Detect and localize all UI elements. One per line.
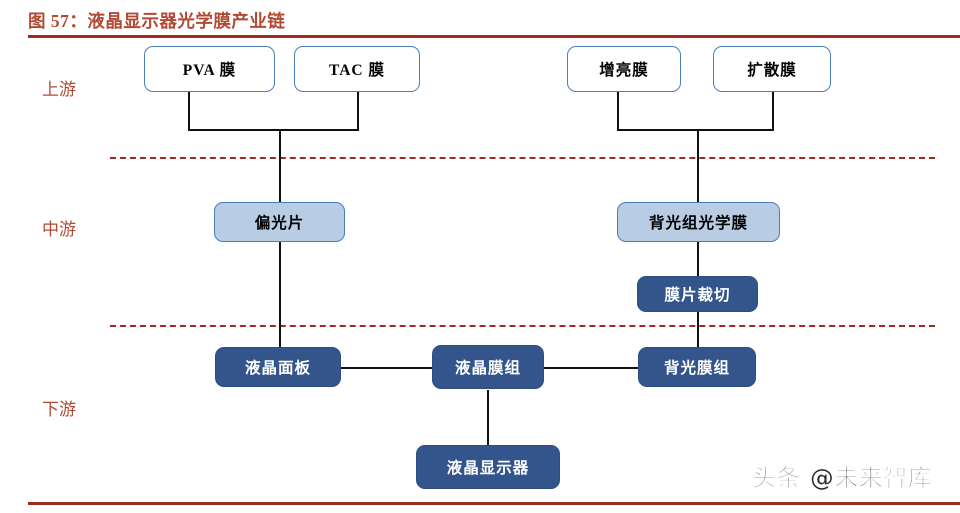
node-backlight-module[interactable]: 背光膜组 <box>638 347 756 387</box>
figure-title: 图 57：液晶显示器光学膜产业链 <box>28 11 286 31</box>
node-backlight-optical-film[interactable]: 背光组光学膜 <box>617 202 780 242</box>
connector-left-merge-bar <box>188 129 359 131</box>
connector-brightness-down <box>617 92 619 130</box>
footer-divider-rule <box>28 502 960 505</box>
divider-midstream-downstream <box>110 325 935 327</box>
node-lcd-display[interactable]: 液晶显示器 <box>416 445 560 489</box>
watermark-text: 头条 @未来智库 <box>752 464 933 493</box>
stage-label-midstream: 中游 <box>42 220 76 239</box>
node-diffusion-film[interactable]: 扩散膜 <box>713 46 831 92</box>
connector-right-merge-to-backlight-film <box>697 129 699 202</box>
connector-backlight-film-to-cutting <box>697 242 699 276</box>
stage-label-downstream: 下游 <box>42 400 76 419</box>
node-lcd-panel[interactable]: 液晶面板 <box>215 347 341 387</box>
node-lcd-film-module[interactable]: 液晶膜组 <box>432 345 544 389</box>
connector-polarizer-to-lcd-panel <box>279 242 281 352</box>
connector-left-merge-to-polarizer <box>279 129 281 202</box>
divider-upstream-midstream <box>110 157 935 159</box>
connector-film-module-to-lcd-display <box>487 390 489 445</box>
connector-lcd-panel-to-film-module <box>340 367 434 369</box>
node-film-cutting[interactable]: 膜片裁切 <box>637 276 758 312</box>
title-divider-rule <box>28 35 960 38</box>
connector-pva-down <box>188 92 190 130</box>
node-polarizer[interactable]: 偏光片 <box>214 202 345 242</box>
connector-right-merge-bar <box>617 129 774 131</box>
connector-film-module-to-backlight-module <box>543 367 639 369</box>
node-tac-film[interactable]: TAC 膜 <box>294 46 420 92</box>
node-pva-film[interactable]: PVA 膜 <box>144 46 275 92</box>
connector-cutting-to-backlight-module <box>697 312 699 352</box>
connector-tac-down <box>357 92 359 130</box>
stage-label-upstream: 上游 <box>42 80 76 99</box>
connector-diffusion-down <box>772 92 774 130</box>
node-brightness-film[interactable]: 增亮膜 <box>567 46 681 92</box>
